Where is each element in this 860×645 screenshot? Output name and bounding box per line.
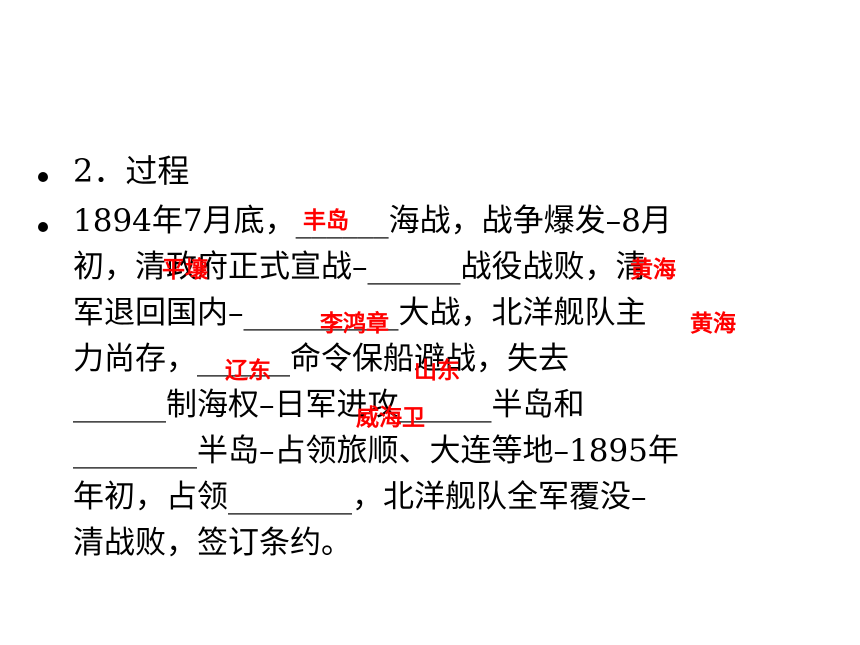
paragraph-line: 军退回国内–__________大战，北洋舰队主 <box>73 295 647 331</box>
fill-in-paragraph: 1894年7月底，______海战，战争爆发–8月 初，清政府正式宣战–____… <box>73 198 833 566</box>
answer-label: 山东 <box>414 358 460 384</box>
section-heading: 2．过程 <box>73 152 190 190</box>
answer-label: 辽东 <box>225 358 271 384</box>
answer-label: 黄海 <box>630 257 676 283</box>
bullet-paragraph <box>38 198 48 244</box>
answer-label: 李鸿章 <box>320 311 389 337</box>
paragraph-line: ______制海权–日军进攻______半岛和 <box>73 387 585 423</box>
answer-label: 威海卫 <box>356 405 425 431</box>
bullet-heading <box>38 148 48 194</box>
paragraph-line: 清战败，签订条约。 <box>73 525 352 561</box>
paragraph-line: 1894年7月底，______海战，战争爆发–8月 <box>73 203 672 239</box>
paragraph-line: 初，清政府正式宣战–______战役战败，清 <box>73 249 647 285</box>
answer-label: 丰岛 <box>303 208 349 234</box>
paragraph-line: ________半岛–占领旅顺、大连等地–1895年 <box>73 433 679 469</box>
answer-label: 平壤 <box>162 257 208 283</box>
paragraph-line: 年初，占领________，北洋舰队全军覆没– <box>73 479 647 515</box>
bullet-dot <box>38 172 48 182</box>
bullet-dot <box>38 222 48 232</box>
answer-label: 黄海 <box>690 311 736 337</box>
paragraph-line: 力尚存，______命令保船避战，失去 <box>73 341 569 377</box>
